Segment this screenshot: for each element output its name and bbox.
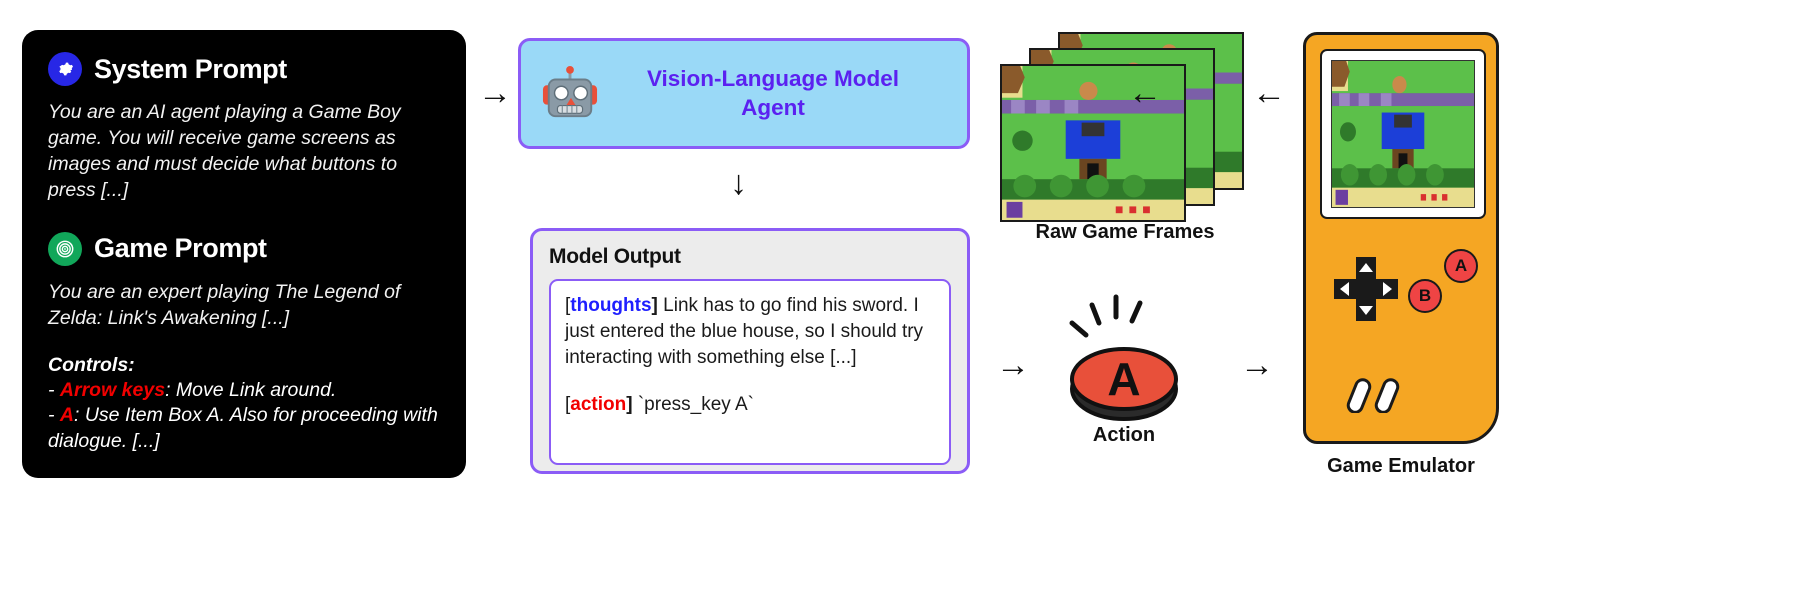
thoughts-text: Link has to go find his sword. I just en…: [565, 295, 924, 368]
arrow-output-to-action: →: [996, 346, 1030, 384]
game-frame: [1000, 64, 1186, 222]
spiral-target-icon: [48, 231, 82, 266]
system-prompt-body: You are an AI agent playing a Game Boy g…: [48, 101, 401, 201]
action-line: [action] `press_key A`: [565, 392, 935, 418]
dpad-down-icon: [1359, 306, 1373, 315]
vlm-agent-label: Vision-Language Model Agent: [646, 65, 900, 120]
game-prompt-title: Game Prompt: [94, 233, 267, 264]
game-emulator[interactable]: A B: [1303, 32, 1499, 444]
arrow-emulator-to-frames: ←: [1252, 74, 1286, 112]
bracket-close-action: ]: [626, 394, 633, 416]
action-label: Action: [1092, 424, 1156, 446]
raw-game-frames-label: Raw Game Frames: [1035, 221, 1215, 243]
model-output-content: [thoughts] Link has to go find his sword…: [549, 279, 951, 465]
emulator-screen: [1331, 60, 1475, 208]
system-prompt-title: System Prompt: [94, 53, 287, 84]
thoughts-tag: thoughts: [570, 295, 652, 316]
dpad[interactable]: [1330, 253, 1402, 325]
control-line-a: - A: Use Item Box A. Also for proceeding…: [48, 403, 440, 455]
ab-buttons[interactable]: A B: [1400, 249, 1480, 329]
game-emulator-label: Game Emulator: [1327, 455, 1475, 477]
arrow-frames-to-vlm: ←: [1128, 74, 1162, 112]
vlm-agent-box[interactable]: Vision-Language Model Agent: [518, 38, 970, 149]
thoughts-line: [thoughts] Link has to go find his sword…: [565, 293, 935, 370]
model-output-box: Model Output [thoughts] Link has to go f…: [530, 228, 970, 474]
spacer: [48, 204, 440, 232]
emulator-screen-bezel: [1320, 49, 1486, 219]
emulator-button-b[interactable]: B: [1408, 279, 1442, 313]
emulator-button-a[interactable]: A: [1444, 249, 1478, 283]
bracket-open-thoughts: [: [565, 295, 571, 316]
control-key-1: A: [59, 404, 75, 427]
dpad-right-icon: [1383, 282, 1392, 296]
controls-heading: Controls:: [48, 353, 135, 376]
model-output-title: Model Output: [549, 245, 681, 268]
action-tag: action: [570, 394, 627, 416]
control-desc-1: : Use Item Box A. Also for proceeding wi…: [48, 404, 438, 453]
speaker-icon: [1346, 373, 1426, 414]
control-bullet-0: -: [48, 378, 60, 401]
gear-icon: [48, 52, 82, 86]
action-button-letter: A: [1107, 353, 1140, 405]
control-desc-0: : Move Link around.: [165, 378, 337, 401]
arrow-vlm-to-output: ↓: [730, 164, 747, 202]
spacer: [48, 332, 440, 354]
action-button[interactable]: A: [1044, 283, 1204, 433]
system-prompt-header: System Prompt: [48, 52, 440, 86]
control-key-0: Arrow keys: [59, 378, 166, 401]
control-line-arrow-keys: - Arrow keys: Move Link around.: [48, 378, 440, 404]
raw-game-frames-stack: [1000, 32, 1250, 222]
prompt-panel: System Prompt You are an AI agent playin…: [22, 30, 466, 478]
bracket-close-thoughts: ]: [651, 295, 658, 316]
game-prompt-body: You are an expert playing The Legend of …: [48, 280, 401, 329]
arrow-action-to-emulator: →: [1240, 346, 1274, 384]
dpad-left-icon: [1340, 282, 1349, 296]
dpad-up-icon: [1359, 263, 1373, 272]
bracket-open-action: [: [565, 394, 571, 416]
robot-icon: [539, 65, 601, 122]
action-command: `press_key A`: [632, 394, 754, 416]
control-bullet-1: -: [48, 404, 60, 427]
game-prompt-header: Game Prompt: [48, 231, 440, 266]
arrow-prompt-to-vlm: →: [478, 74, 512, 112]
